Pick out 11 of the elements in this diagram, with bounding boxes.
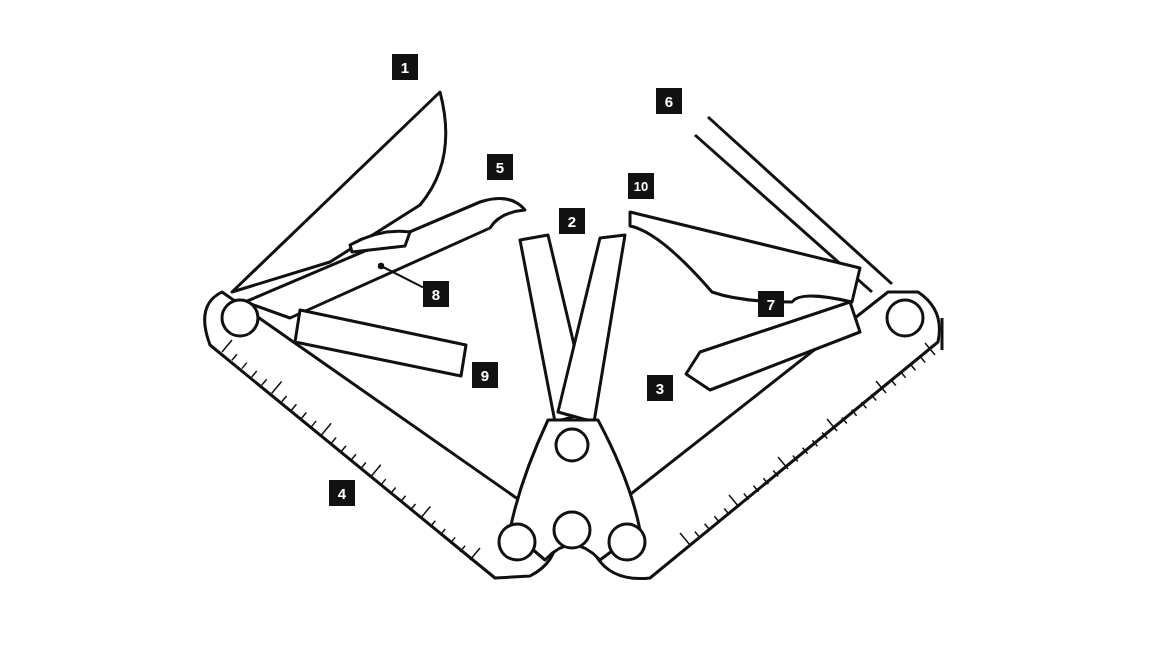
- callout-number: 10: [628, 173, 654, 199]
- callout-number: 5: [487, 154, 513, 180]
- callout-number: 6: [656, 88, 682, 114]
- callout-number: 7: [758, 291, 784, 317]
- callout-number: 3: [647, 375, 673, 401]
- callout-number: 9: [472, 362, 498, 388]
- callout-number: 8: [423, 281, 449, 307]
- callout-number: 4: [329, 480, 355, 506]
- callout-number: 1: [392, 54, 418, 80]
- callout-number: 2: [559, 208, 585, 234]
- leader-line: [377, 262, 424, 289]
